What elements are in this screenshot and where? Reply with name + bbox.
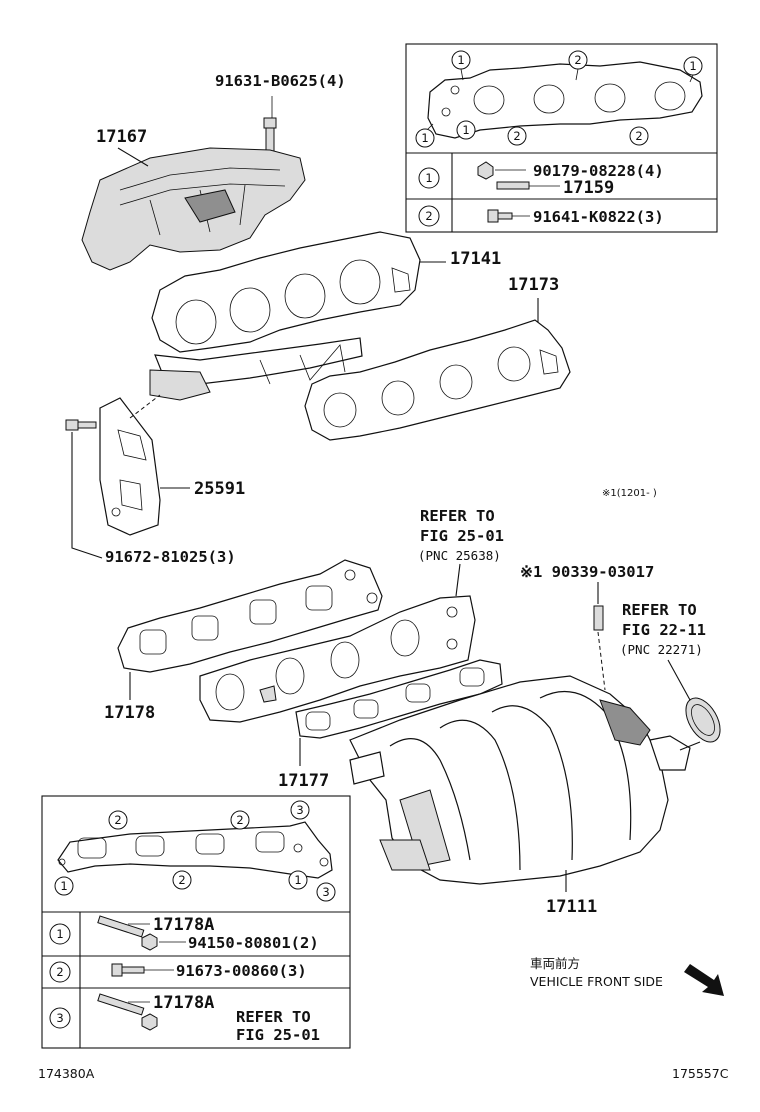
fig-25-01-text: FIG 25-01 <box>420 527 504 545</box>
exhaust-manifold-label: 17141 <box>450 249 501 269</box>
refer-fig-25-01: REFER TO FIG 25-01 (PNC 25638) <box>418 507 504 597</box>
fig-22-11-text: FIG 22-11 <box>622 621 706 639</box>
key1-text: 1 <box>425 171 432 185</box>
svg-text:3: 3 <box>296 803 303 817</box>
intake-manifold: 17111 <box>349 675 701 917</box>
refer-fig-22-11: REFER TO FIG 22-11 (PNC 22271) <box>620 601 721 743</box>
intake-gasket-inner: 17177 <box>278 659 503 791</box>
nut-part-number: 90179-08228(4) <box>533 162 664 180</box>
svg-text:1: 1 <box>689 59 696 73</box>
bottom-row2-bolt: 91673-00860(3) <box>176 962 307 980</box>
bottom-key1-circle <box>49 923 71 945</box>
note-range: ※1(1201- ) <box>602 488 657 499</box>
vehicle-front-jp: 車両前方 <box>530 956 580 971</box>
svg-text:1: 1 <box>457 53 464 67</box>
exhaust-side-cover <box>199 595 476 723</box>
bottom-row3-stud: 17178A <box>153 993 214 1013</box>
exhaust-manifold: 17141 <box>149 231 501 401</box>
stud-label: ※1 90339-03017 <box>520 563 654 581</box>
stud-part-number: 17159 <box>563 178 614 198</box>
key2-text: 2 <box>425 209 432 223</box>
svg-text:1: 1 <box>60 879 67 893</box>
bracket-bolt-label: 91672-81025(3) <box>105 548 236 566</box>
bottom-legend-box: 2 2 3 2 1 3 1 1 2 3 17178A 94150-80801(2… <box>41 795 351 1049</box>
stud-90339: ※1 90339-03017 <box>520 563 654 691</box>
bottom-row1-nut: 94150-80801(2) <box>188 934 319 952</box>
exhaust-gasket: 17173 <box>304 275 571 441</box>
illustration-number-right: 175557C <box>672 1066 729 1081</box>
vehicle-front-indicator: 車両前方 VEHICLE FRONT SIDE <box>530 956 724 996</box>
heat-insulator-label: 17167 <box>96 127 147 147</box>
bottom-row3-refer: REFER TO <box>236 1008 311 1026</box>
bottom-key1-text: 1 <box>56 927 63 941</box>
top-bolt: 91631-B0625(4) <box>215 72 346 155</box>
vehicle-front-en: VEHICLE FRONT SIDE <box>530 974 663 989</box>
refer-to-text-1: REFER TO <box>420 507 495 525</box>
bottom-row3-fig: FIG 25-01 <box>236 1026 320 1044</box>
refer-to-text-2: REFER TO <box>622 601 697 619</box>
top-legend-box: 1 2 1 1 1 2 2 1 2 90179-08228(4) 17159 9… <box>405 43 718 233</box>
svg-text:2: 2 <box>513 129 520 143</box>
pnc-25638-text: (PNC 25638) <box>418 548 501 563</box>
intake-manifold-label: 17111 <box>546 897 597 917</box>
svg-text:1: 1 <box>462 123 469 137</box>
heat-insulator: 17167 <box>81 127 306 271</box>
bottom-key2-text: 2 <box>56 965 63 979</box>
bracket-label: 25591 <box>194 479 245 499</box>
bottom-key2-circle <box>49 961 71 983</box>
intake-gasket-outer: 17178 <box>104 559 383 723</box>
intake-gasket-outer-label: 17178 <box>104 703 155 723</box>
svg-text:1: 1 <box>421 131 428 145</box>
bottom-row1-stud: 17178A <box>153 915 214 935</box>
svg-text:2: 2 <box>236 813 243 827</box>
svg-text:1: 1 <box>294 873 301 887</box>
intake-gasket-inner-label: 17177 <box>278 771 329 791</box>
bottom-key3-circle <box>49 1007 71 1029</box>
exhaust-gasket-label: 17173 <box>508 275 559 295</box>
svg-text:2: 2 <box>114 813 121 827</box>
svg-text:3: 3 <box>322 885 329 899</box>
front-arrow-icon <box>684 964 724 996</box>
svg-text:2: 2 <box>178 873 185 887</box>
key1-circle <box>418 167 440 189</box>
svg-text:2: 2 <box>635 129 642 143</box>
bottom-key3-text: 3 <box>56 1011 63 1025</box>
key2-circle <box>418 205 440 227</box>
svg-text:2: 2 <box>574 53 581 67</box>
bolt-top-label: 91631-B0625(4) <box>215 72 346 90</box>
bracket: 25591 91672-81025(3) <box>65 394 245 566</box>
bolt-part-number: 91641-K0822(3) <box>533 208 664 226</box>
pnc-22271-text: (PNC 22271) <box>620 642 703 657</box>
illustration-number-left: 174380A <box>38 1066 95 1081</box>
